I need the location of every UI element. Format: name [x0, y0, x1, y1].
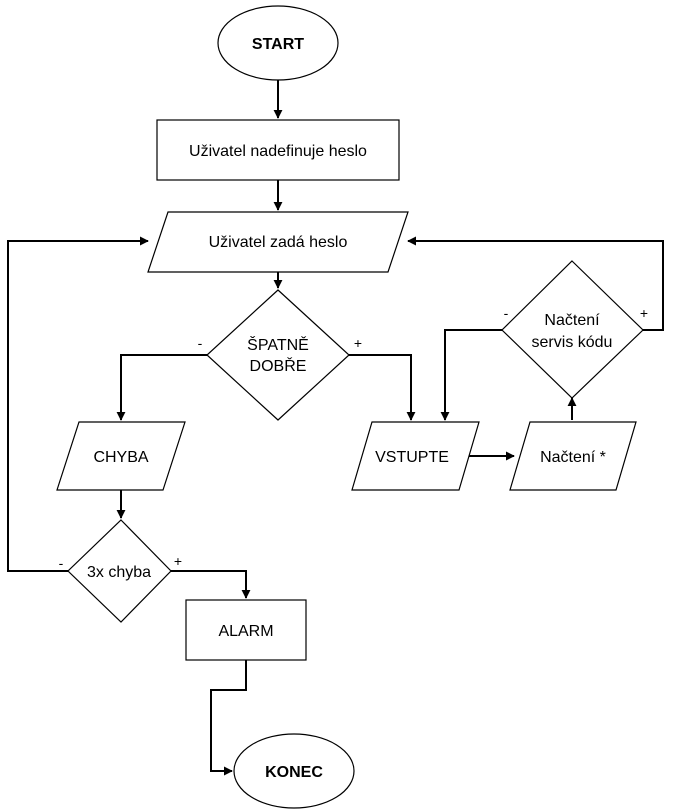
- password-check-label-wrong: ŠPATNĚ: [247, 335, 309, 354]
- define-password-node: Uživatel nadefinuje heslo: [156, 119, 400, 181]
- define-password-label: Uživatel nadefinuje heslo: [189, 143, 367, 160]
- error-node: CHYBA: [56, 421, 186, 491]
- password-check-label-right: DOBŘE: [250, 356, 307, 375]
- service-code-label-line1: Načtení: [544, 312, 600, 329]
- enter-password-label: Uživatel zadá heslo: [209, 234, 348, 251]
- check-minus-label: -: [198, 335, 203, 351]
- load-node: Načtení *: [509, 421, 637, 491]
- start-node: START: [217, 5, 339, 81]
- load-label: Načtení *: [540, 449, 606, 466]
- edge-service-plus-to-enter-password: [407, 236, 664, 331]
- edge-labels: - + - + - +: [59, 305, 648, 571]
- enter-room-label: VSTUPTE: [375, 449, 449, 466]
- end-label: KONEC: [265, 764, 323, 781]
- service-code-decision: Načtení servis kódu: [501, 260, 644, 399]
- count-plus-label: +: [174, 553, 182, 569]
- edge-service-minus-to-enter-room: [440, 329, 502, 421]
- service-plus-label: +: [640, 305, 648, 321]
- edges: [7, 80, 664, 776]
- edge-check-minus-to-error: [116, 354, 207, 421]
- start-label: START: [252, 36, 304, 53]
- service-minus-label: -: [504, 305, 509, 321]
- error-count-decision: 3x chyba: [67, 519, 172, 623]
- alarm-node: ALARM: [185, 599, 307, 661]
- end-node: KONEC: [233, 733, 355, 809]
- edge-alarm-to-end: [210, 660, 247, 776]
- check-plus-label: +: [354, 335, 362, 351]
- edge-count-minus-to-enter-password: [7, 236, 149, 572]
- enter-room-node: VSTUPTE: [351, 421, 480, 491]
- error-count-label: 3x chyba: [87, 564, 151, 581]
- password-check-decision: ŠPATNĚ DOBŘE: [206, 289, 350, 421]
- alarm-label: ALARM: [218, 623, 273, 640]
- service-code-label-line2: servis kódu: [532, 334, 613, 351]
- edge-count-plus-to-alarm: [171, 570, 251, 599]
- enter-password-node: Uživatel zadá heslo: [147, 211, 409, 273]
- error-label: CHYBA: [93, 449, 148, 466]
- count-minus-label: -: [59, 555, 64, 571]
- edge-check-plus-to-enter-room: [349, 354, 416, 421]
